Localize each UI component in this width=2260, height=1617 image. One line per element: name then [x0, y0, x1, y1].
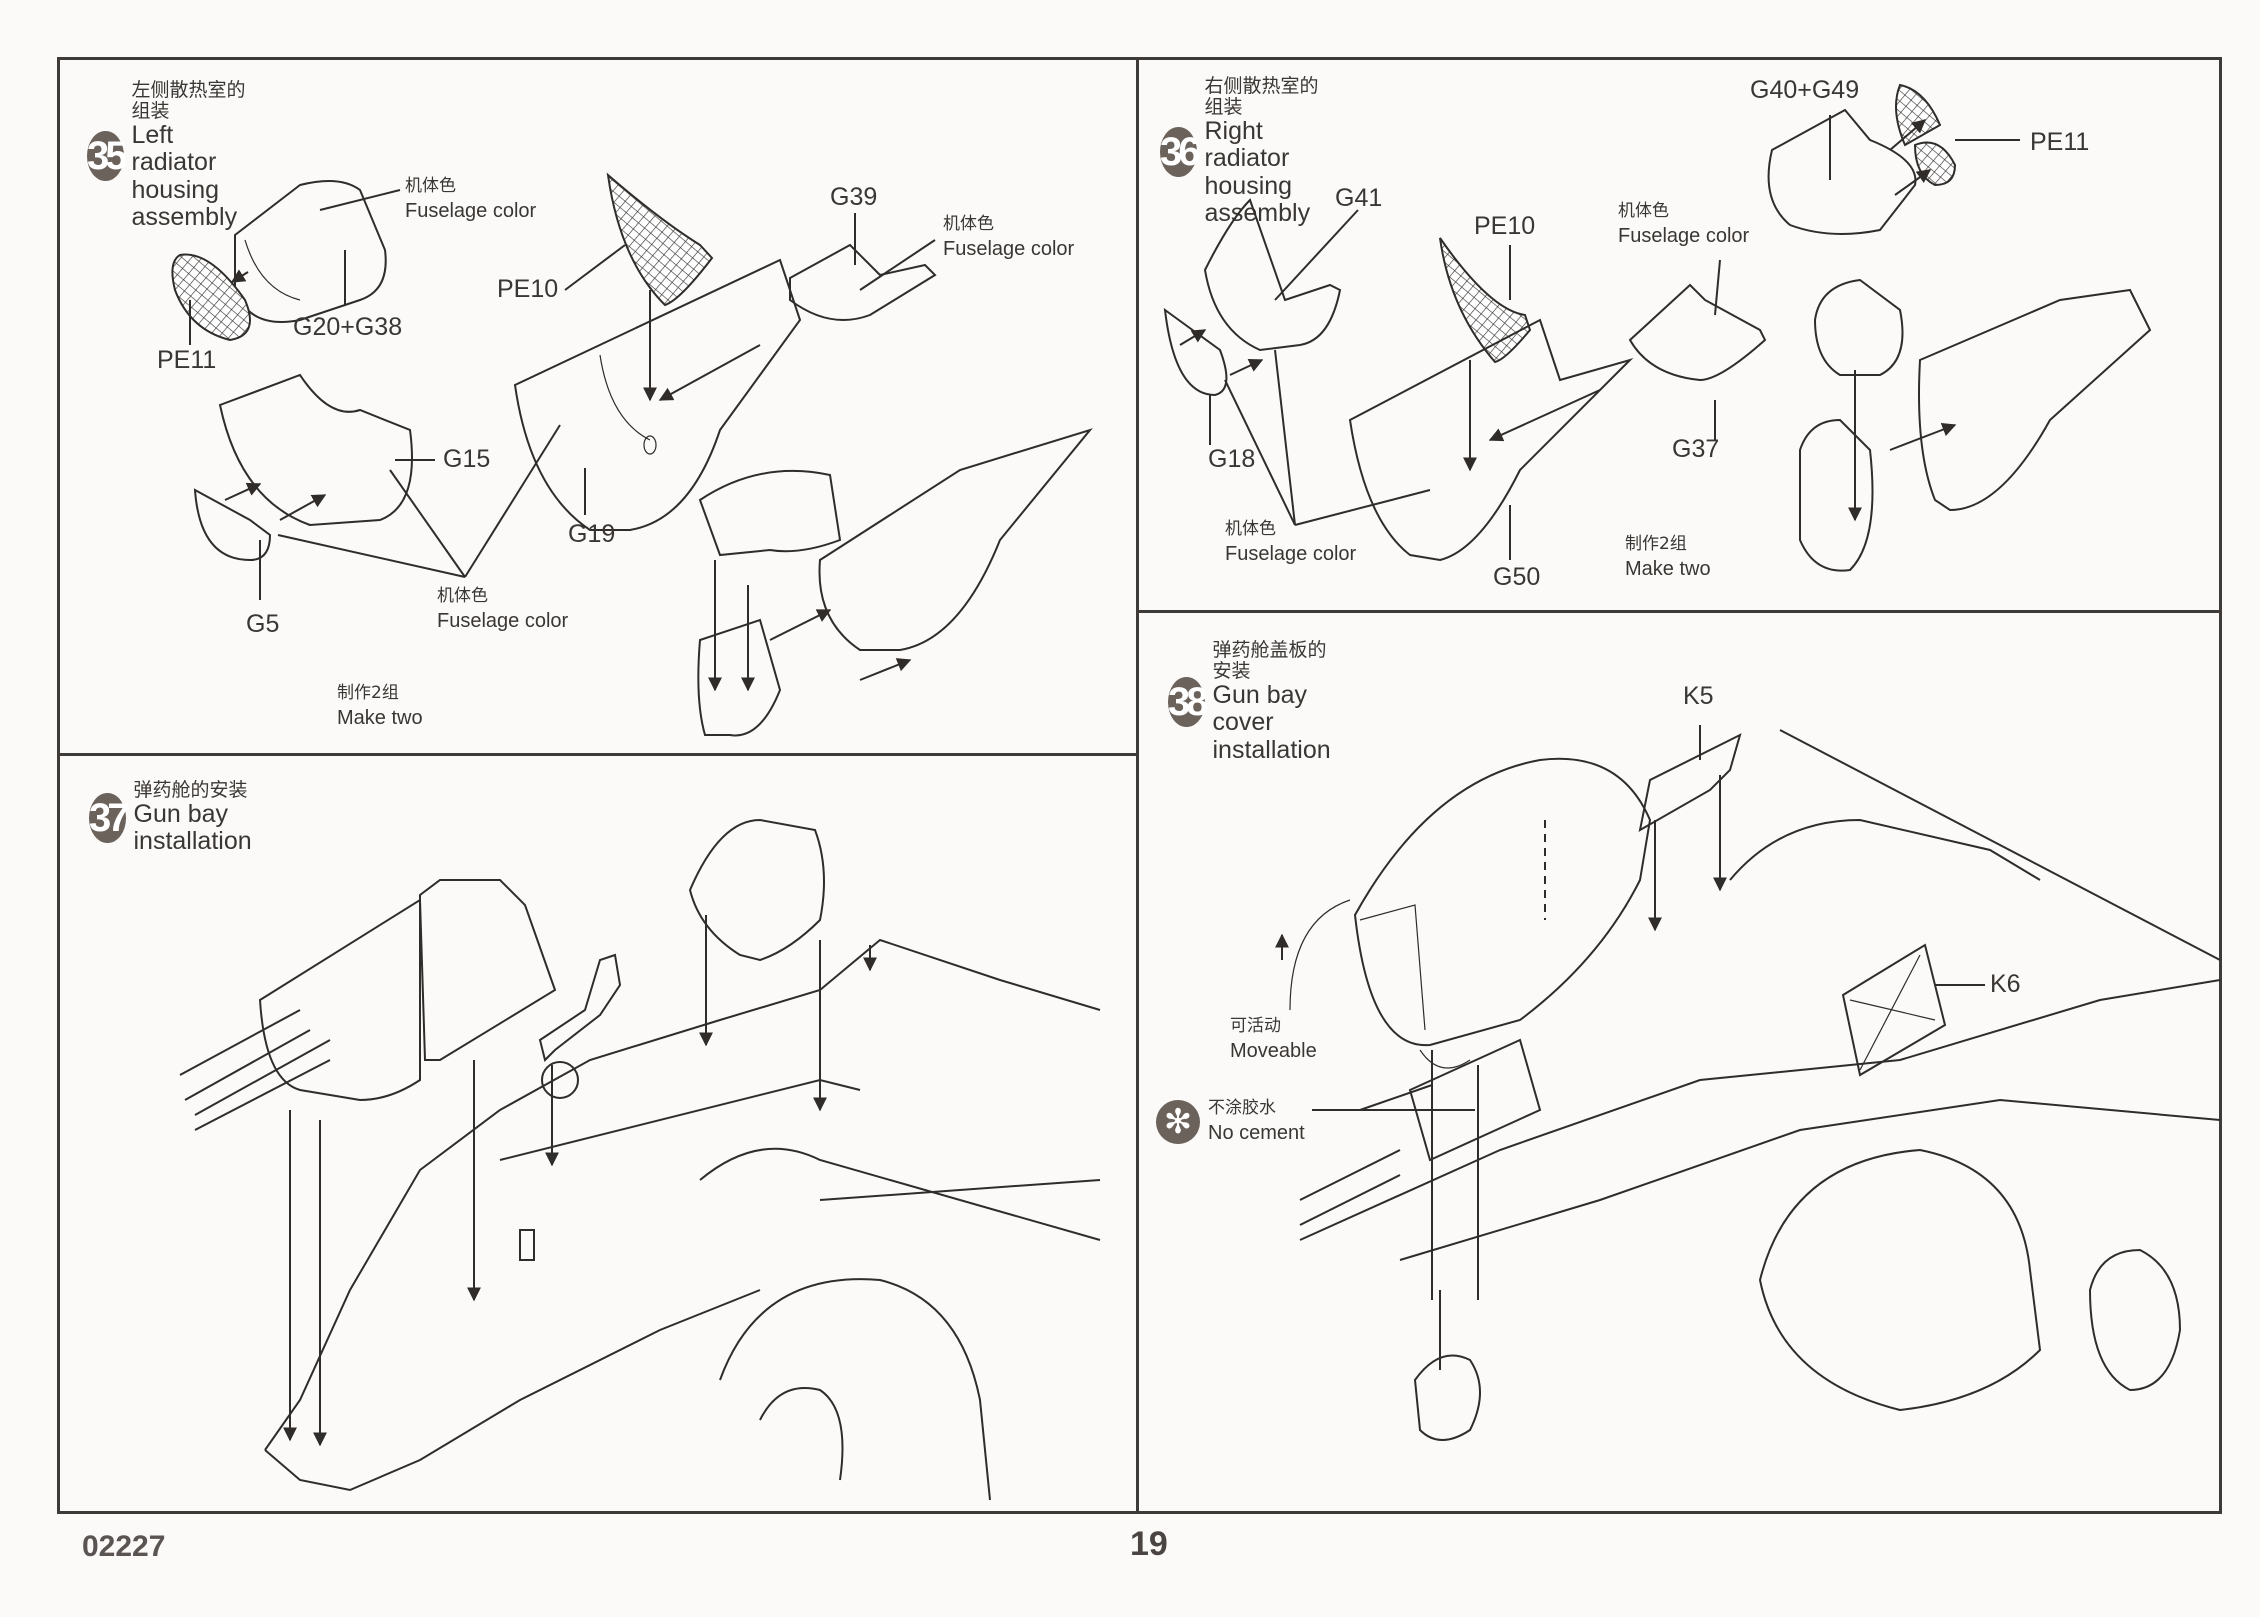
- step-38-badge: 38: [1168, 677, 1208, 728]
- leader-lines: [189, 189, 936, 600]
- label-g41: G41: [1335, 184, 1383, 212]
- label-pe11: PE11: [157, 346, 217, 374]
- step-38-title-en: Gun bay cover installation: [1212, 680, 1331, 764]
- mesh-pe10-right: [1439, 237, 1532, 364]
- label-pe10-right: PE10: [1474, 212, 1536, 240]
- step-35-diagram: [171, 172, 1093, 737]
- step-36-header: 36 右侧散热室的组装 Right radiator housing assem…: [1160, 76, 1324, 228]
- part-g41: [1203, 198, 1342, 352]
- leader-lines-right: [1209, 115, 2020, 560]
- column-divider: [1136, 57, 1139, 1514]
- mesh-pe10: [606, 172, 714, 307]
- note-fuselage-color-g20: 机体色 Fuselage color: [405, 176, 537, 222]
- gun-bay-cover: [1353, 757, 1652, 1047]
- label-g20-g38: G20+G38: [293, 313, 403, 341]
- panel-k6: [1841, 943, 1947, 1077]
- installation-arrows: [283, 915, 877, 1447]
- step-36-title-zh: 右侧散热室的组装: [1204, 75, 1319, 118]
- no-cement-icon: ✻: [1156, 1099, 1200, 1144]
- step-36-badge: 36: [1160, 126, 1200, 177]
- housing-assembled-right: [1799, 278, 2152, 572]
- label-k5: K5: [1683, 682, 1714, 710]
- label-g15: G15: [443, 445, 491, 473]
- step-35-header: 35 左侧散热室的组装 Left radiator housing assemb…: [87, 80, 251, 232]
- label-k6: K6: [1990, 970, 2021, 998]
- step-37-diagram: [179, 818, 1101, 1501]
- leader-lines-38: [1312, 725, 1985, 1300]
- step-36-diagram: [1163, 83, 2152, 572]
- row-divider-right: [1136, 610, 2222, 613]
- windscreen-part: [688, 818, 825, 962]
- radiator-block-g40-g49: [1767, 108, 1917, 235]
- part-g39: [789, 243, 937, 321]
- part-g5: [193, 488, 272, 562]
- housing-g19: [513, 258, 802, 531]
- mesh-pe11: [171, 253, 251, 342]
- step-37-title-en: Gun bay installation: [133, 799, 252, 856]
- step-37-title-zh: 弹药舱的安装: [133, 779, 248, 801]
- note-fuselage-color-g15: 机体色 Fuselage color: [437, 586, 569, 632]
- gun-pack: [179, 879, 557, 1131]
- mesh-g40: [1895, 83, 1942, 147]
- step-36-title-en: Right radiator housing assembly: [1204, 116, 1311, 228]
- step-37-badge: 37: [89, 792, 129, 843]
- part-g18: [1163, 307, 1228, 397]
- label-g19: G19: [568, 520, 616, 548]
- step-38-header: 38 弹药舱盖板的安装 Gun bay cover installation: [1168, 640, 1344, 764]
- airframe: [1299, 729, 2221, 1441]
- step-35-badge: 35: [87, 130, 127, 181]
- note-no-cement: ✻ 不涂胶水 No cement: [1156, 1097, 1305, 1147]
- housing-g50: [1348, 318, 1634, 562]
- note-fuselage-color-g41: 机体色 Fuselage color: [1225, 519, 1357, 565]
- part-g15: [218, 373, 413, 527]
- label-pe10: PE10: [497, 275, 559, 303]
- label-g37: G37: [1672, 435, 1720, 463]
- row-divider-left: [57, 753, 1138, 756]
- label-g40-g49: G40+G49: [1750, 76, 1860, 104]
- note-make-two-36: 制作2组 Make two: [1625, 534, 1711, 580]
- label-g39: G39: [830, 183, 878, 211]
- note-make-two-35: 制作2组 Make two: [337, 683, 423, 729]
- part-g37: [1628, 283, 1767, 382]
- step-38-diagram: [1275, 725, 2221, 1441]
- radiator-block-g20-g38: [234, 180, 387, 323]
- note-fuselage-color-g37: 机体色 Fuselage color: [1618, 201, 1750, 247]
- step-35-title-en: Left radiator housing assembly: [131, 120, 238, 232]
- panel-k5: [1638, 733, 1742, 832]
- page-frame: [57, 57, 2222, 1514]
- note-fuselage-color-g39: 机体色 Fuselage color: [943, 214, 1075, 260]
- page-number: 19: [1130, 1525, 1168, 1563]
- step-35-title-zh: 左侧散热室的组装: [131, 79, 246, 122]
- label-pe11-right: PE11: [2030, 128, 2090, 156]
- label-g5: G5: [246, 610, 280, 638]
- control-stick-part: [538, 953, 622, 1062]
- step-38-title-zh: 弹药舱盖板的安装: [1212, 639, 1327, 682]
- label-g18: G18: [1208, 445, 1256, 473]
- housing-assembled: [697, 428, 1093, 737]
- step-37-header: 37 弹药舱的安装 Gun bay installation: [89, 780, 265, 856]
- label-g50: G50: [1493, 563, 1541, 591]
- note-moveable: 可活动 Moveable: [1230, 1016, 1317, 1062]
- kit-code: 02227: [82, 1530, 166, 1563]
